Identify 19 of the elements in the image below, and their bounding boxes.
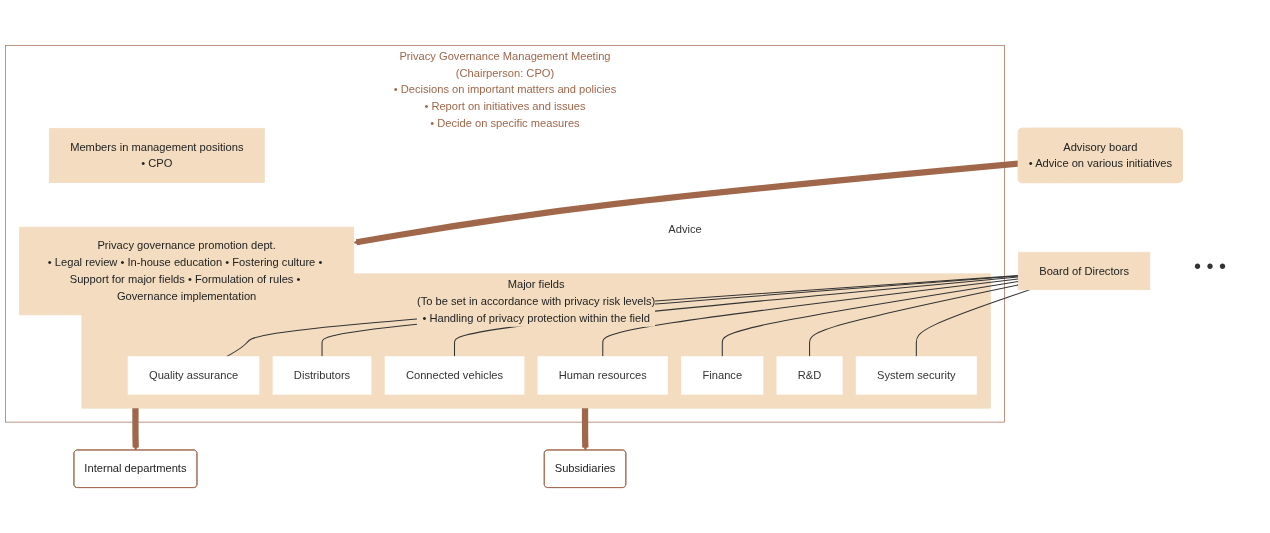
connector [721,281,1019,358]
edge-label: Advice [668,222,702,235]
node-box: Quality assurance [127,356,260,395]
connector [809,284,1019,358]
node-box: Privacy governance promotion dept. • Legal review • In-house education • Fostering culture • Support for major fields • Formulation of rules • Governance implementation [19,226,355,316]
arrow [132,407,139,451]
node-box: Human resources [537,356,668,395]
node-box: Finance [681,356,764,395]
node-box: Distributors [272,356,372,395]
connector [602,278,1019,358]
connector [915,289,1031,358]
node-box: Connected vehicles [384,356,525,395]
ellipsis-label: • • • [1194,255,1228,278]
node-box: System security [855,356,977,395]
node-box: R&D [776,356,843,395]
node-box: Members in management positions • CPO [48,127,265,183]
arrow [581,407,589,451]
node-box: Board of Directors [1017,251,1151,291]
arrow [353,160,1019,246]
